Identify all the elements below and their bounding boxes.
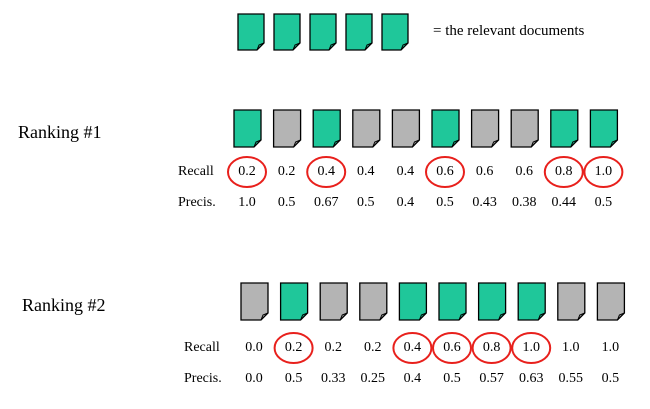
ranking-1-recall-value: 0.4 bbox=[357, 164, 375, 179]
ranking-1-precision-value: 0.4 bbox=[396, 195, 415, 210]
ranking-2-precision-value: 0.25 bbox=[360, 371, 386, 386]
ranking-1-recall-value: 0.6 bbox=[436, 164, 454, 179]
ranking-2-precision-value: 0.63 bbox=[518, 371, 544, 386]
recall-highlight-circle bbox=[471, 332, 512, 364]
ranking-2-precision-value: 0.4 bbox=[403, 371, 422, 386]
ranking-1-recall-value: 0.2 bbox=[238, 164, 256, 179]
ranking-2-recall-value: 0.4 bbox=[403, 340, 422, 355]
ranking-2-recall-value: 0.2 bbox=[324, 340, 342, 355]
relevant-document-icon bbox=[517, 282, 546, 321]
ranking-2-label: Ranking #2 bbox=[22, 295, 106, 315]
recall-highlight-circle bbox=[425, 156, 465, 188]
relevant-document-icon bbox=[398, 282, 428, 321]
ranking-1-recall-value: 0.6 bbox=[475, 164, 494, 179]
ranking-1-precision-value: 0.5 bbox=[277, 195, 296, 210]
nonrelevant-document-icon bbox=[557, 282, 586, 321]
ranking-1-precision-label: Precis. bbox=[178, 195, 216, 210]
nonrelevant-document-icon bbox=[391, 109, 421, 148]
relevant-document-icon bbox=[477, 282, 507, 321]
nonrelevant-document-icon bbox=[359, 282, 388, 321]
nonrelevant-document-icon bbox=[470, 109, 500, 148]
recall-highlight-circle bbox=[583, 156, 624, 188]
ranking-1-precision-value: 0.5 bbox=[436, 195, 454, 210]
nonrelevant-document-icon bbox=[510, 109, 539, 148]
legend-relevant-document-icon bbox=[381, 13, 409, 51]
ranking-1-recall-label: Recall bbox=[178, 164, 214, 179]
ranking-1-precision-value: 0.67 bbox=[313, 195, 339, 210]
recall-highlight-circle bbox=[511, 332, 552, 364]
relevant-document-icon bbox=[431, 109, 460, 148]
relevant-document-icon bbox=[550, 109, 579, 148]
recall-highlight-circle bbox=[543, 156, 584, 188]
ranking-2-recall-value: 1.0 bbox=[522, 340, 540, 355]
ranking-1-label: Ranking #1 bbox=[18, 122, 102, 142]
recall-highlight-circle bbox=[392, 332, 433, 364]
ranking-1-precision-value: 0.43 bbox=[472, 195, 497, 210]
ranking-1-precision-value: 1.0 bbox=[238, 195, 256, 210]
ranking-2-precision-value: 0.57 bbox=[479, 371, 504, 386]
relevant-document-icon bbox=[233, 109, 262, 148]
relevant-document-icon bbox=[312, 109, 341, 148]
ranking-1-recall-value: 0.6 bbox=[515, 164, 533, 179]
ranking-1-recall-value: 0.2 bbox=[277, 164, 296, 179]
legend-text: = the relevant documents bbox=[433, 23, 585, 39]
relevant-document-icon bbox=[438, 282, 467, 321]
recall-highlight-circle bbox=[273, 332, 314, 364]
ranking-2-precision-label: Precis. bbox=[184, 371, 222, 386]
recall-highlight-circle bbox=[227, 156, 267, 188]
nonrelevant-document-icon bbox=[272, 109, 302, 148]
ranking-1-recall-value: 1.0 bbox=[594, 164, 613, 179]
legend-relevant-document-icon bbox=[273, 13, 301, 51]
ranking-2-recall-value: 0.6 bbox=[443, 340, 461, 355]
ranking-1-recall-value: 0.4 bbox=[317, 164, 335, 179]
relevant-document-icon bbox=[589, 109, 619, 148]
ranking-2-recall-value: 0.0 bbox=[245, 340, 263, 355]
ranking-2-precision-value: 0.5 bbox=[284, 371, 303, 386]
nonrelevant-document-icon bbox=[352, 109, 381, 148]
ranking-1-precision-value: 0.44 bbox=[551, 195, 577, 210]
ranking-2-precision-value: 0.5 bbox=[443, 371, 461, 386]
ranking-1-precision-value: 0.5 bbox=[594, 195, 613, 210]
ranking-2-recall-value: 1.0 bbox=[562, 340, 580, 355]
recall-highlight-circle bbox=[432, 332, 472, 364]
ranking-1-precision-value: 0.38 bbox=[511, 195, 537, 210]
ranking-2-recall-value: 1.0 bbox=[601, 340, 620, 355]
ranking-2-recall-value: 0.2 bbox=[284, 340, 303, 355]
legend-relevant-document-icon bbox=[309, 13, 337, 51]
ranking-2-precision-value: 0.55 bbox=[558, 371, 584, 386]
ranking-2-recall-value: 0.8 bbox=[482, 340, 501, 355]
legend-relevant-document-icon bbox=[237, 13, 265, 51]
ranking-2-recall-value: 0.2 bbox=[364, 340, 382, 355]
recall-highlight-circle bbox=[306, 156, 347, 188]
ranking-1-precision-value: 0.5 bbox=[357, 195, 375, 210]
ranking-2-precision-value: 0.0 bbox=[245, 371, 263, 386]
ranking-2-recall-label: Recall bbox=[184, 340, 220, 355]
nonrelevant-document-icon bbox=[240, 282, 269, 321]
ranking-2-precision-value: 0.5 bbox=[601, 371, 620, 386]
ranking-1-recall-value: 0.8 bbox=[555, 164, 573, 179]
legend-relevant-document-icon bbox=[345, 13, 373, 51]
nonrelevant-document-icon bbox=[596, 282, 626, 321]
relevant-document-icon bbox=[279, 282, 309, 321]
nonrelevant-document-icon bbox=[319, 282, 348, 321]
ranking-2-precision-value: 0.33 bbox=[320, 371, 346, 386]
ranking-1-recall-value: 0.4 bbox=[396, 164, 415, 179]
